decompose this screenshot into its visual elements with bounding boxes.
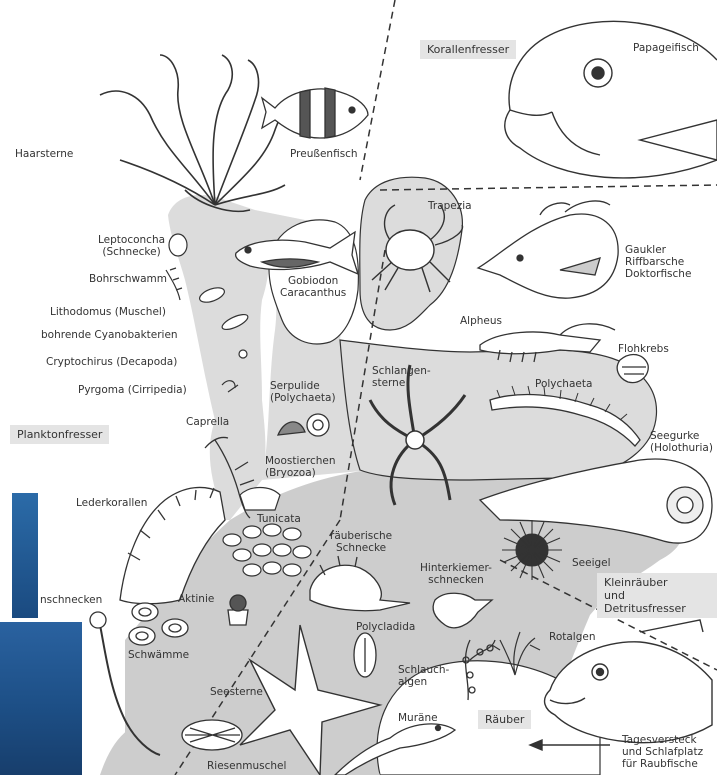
label-lederkorallen: Lederkorallen <box>76 497 147 509</box>
label-seeigel: Seeigel <box>572 557 611 569</box>
label-moostierchen: Moostierchen (Bryozoa) <box>265 455 336 479</box>
label-schwaemme: Schwämme <box>128 649 189 661</box>
label-haarsterne: Haarsterne <box>15 148 73 160</box>
riesenmuschel-illustration <box>182 720 242 750</box>
zone-tag-korallenfresser: Korallenfresser <box>420 40 516 59</box>
label-rotalgen: Rotalgen <box>549 631 596 643</box>
label-polychaeta: Polychaeta <box>535 378 592 390</box>
label-gobiodon: Gobiodon Caracanthus <box>280 275 346 299</box>
zone-tag-planktonfresser: Planktonfresser <box>10 425 109 444</box>
preussenfisch-illustration <box>262 88 368 138</box>
label-muraene: Muräne <box>398 712 438 724</box>
label-tagesversteck: Tagesversteck und Schlafplatz für Raubfi… <box>622 734 703 770</box>
zone-tag-kleinraeuber: Kleinräuber und Detritusfresser <box>597 573 717 618</box>
label-trapezia: Trapezia <box>428 200 472 212</box>
label-tunicata: Tunicata <box>257 513 301 525</box>
label-schlauchalgen: Schlauch- algen <box>398 664 449 688</box>
aktinie-illustration <box>228 595 248 625</box>
reef-right-body <box>340 340 656 480</box>
label-papageifisch: Papageifisch <box>633 42 699 54</box>
flohkrebs-illustration <box>617 355 648 383</box>
butterflyfish-illustration <box>478 201 618 298</box>
label-cryptochirus: Cryptochirus (Decapoda) <box>46 356 177 368</box>
underwater-photo-upper <box>12 493 38 618</box>
label-seesterne: Seesterne <box>210 686 263 698</box>
label-caprella: Caprella <box>186 416 229 428</box>
label-riesenmuschel: Riesenmuschel <box>207 760 286 772</box>
underwater-photo-lower <box>0 622 82 775</box>
feather-star-illustration <box>100 55 300 211</box>
label-nschnecken: nschnecken <box>40 594 102 606</box>
label-gaukler: Gaukler Riffbarsche Doktorfische <box>625 244 691 280</box>
label-aktinie: Aktinie <box>178 593 214 605</box>
label-leptoconcha: Leptoconcha (Schnecke) <box>98 234 165 258</box>
label-alpheus: Alpheus <box>460 315 502 327</box>
zone-tag-raeuber: Räuber <box>478 710 531 729</box>
seeigel-illustration <box>502 520 562 580</box>
label-flohkrebs: Flohkrebs <box>618 343 669 355</box>
polycladida-illustration <box>354 633 376 677</box>
label-serpulide: Serpulide (Polychaeta) <box>270 380 336 404</box>
label-preussenfisch: Preußenfisch <box>290 148 358 160</box>
label-schlangensterne: Schlangen- sterne <box>372 365 431 389</box>
label-bohrschwamm: Bohrschwamm <box>89 273 167 285</box>
label-raeuberische-schnecke: räuberische Schnecke <box>330 530 392 554</box>
label-seegurke: Seegurke (Holothuria) <box>650 430 713 454</box>
bryozoa-illustration <box>240 488 280 511</box>
label-hinterkiemerschnecken: Hinterkiemer- schnecken <box>420 562 492 586</box>
label-pyrgoma: Pyrgoma (Cirripedia) <box>78 384 187 396</box>
label-lithodomus: Lithodomus (Muschel) <box>50 306 166 318</box>
label-polycladida: Polycladida <box>356 621 415 633</box>
label-cyanobakterien: bohrende Cyanobakterien <box>41 329 178 341</box>
